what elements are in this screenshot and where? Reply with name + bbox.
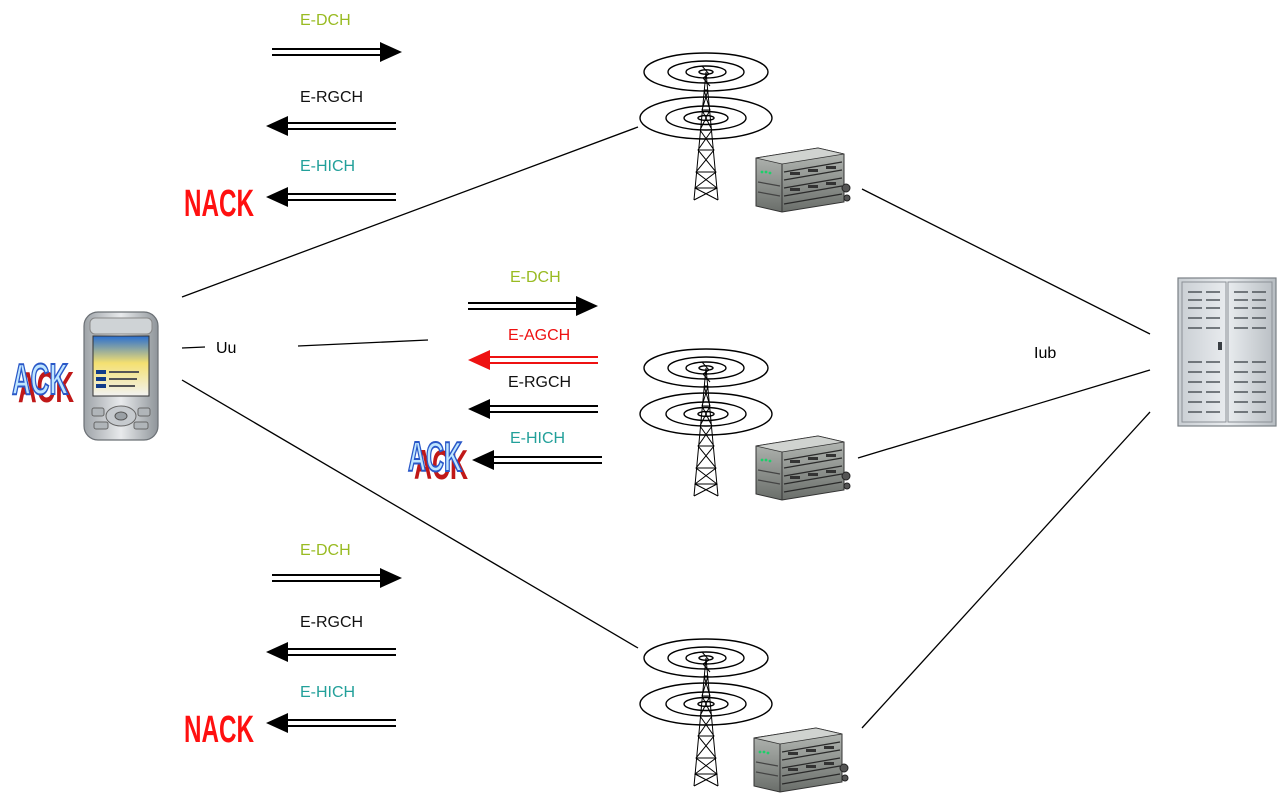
nack-label-top: NACK <box>184 183 254 225</box>
eagch-arrow-middle <box>467 349 599 371</box>
iub-label: Iub <box>1034 345 1056 362</box>
uu-link-middle-b <box>297 339 429 347</box>
edch-arrow-middle <box>467 295 599 317</box>
ergch-arrow-top <box>265 115 397 137</box>
edch-arrow-top <box>271 41 403 63</box>
cell-tower-icon <box>639 638 773 787</box>
edch-arrow-bottom <box>271 567 403 589</box>
edch-label-top: E-DCH <box>300 12 351 29</box>
ack-label-mobile: ACK <box>12 355 68 404</box>
ergch-label-bottom: E-RGCH <box>300 614 363 631</box>
uu-label: Uu <box>216 340 236 357</box>
rnc-cabinet-icon <box>1177 277 1277 427</box>
ehich-label-middle: E-HICH <box>510 430 565 447</box>
ack-label-middle: ACK <box>408 433 462 480</box>
iub-link-top <box>861 188 1151 335</box>
ehich-arrow-top <box>265 186 397 208</box>
uu-link-top <box>181 126 639 298</box>
ehich-label-bottom: E-HICH <box>300 684 355 701</box>
iub-link-middle <box>857 369 1151 459</box>
nodeb-equipment-icon <box>755 435 851 501</box>
ergch-arrow-bottom <box>265 641 397 663</box>
edch-label-middle: E-DCH <box>510 269 561 286</box>
ack-badge-mobile: ACK ACK <box>11 354 74 412</box>
ergch-label-middle: E-RGCH <box>508 374 571 391</box>
mobile-phone-icon <box>83 311 159 441</box>
cell-tower-icon <box>639 348 773 497</box>
ack-shadow: ACK <box>414 441 468 488</box>
iub-link-bottom <box>861 411 1151 729</box>
uu-link-middle-a <box>181 346 206 349</box>
ehich-label-top: E-HICH <box>300 158 355 175</box>
nodeb-equipment-icon <box>755 147 851 213</box>
cell-tower-icon <box>639 52 773 201</box>
ehich-arrow-bottom <box>265 712 397 734</box>
edch-label-bottom: E-DCH <box>300 542 351 559</box>
ack-shadow: ACK <box>18 363 74 412</box>
ehich-arrow-middle <box>471 449 603 471</box>
nodeb-equipment-icon <box>753 727 849 793</box>
ergch-arrow-middle <box>467 398 599 420</box>
eagch-label-middle: E-AGCH <box>508 327 570 344</box>
ergch-label-top: E-RGCH <box>300 89 363 106</box>
ack-badge-middle: ACK ACK <box>407 432 468 488</box>
uu-link-bottom <box>181 379 639 649</box>
nack-label-bottom: NACK <box>184 709 254 751</box>
